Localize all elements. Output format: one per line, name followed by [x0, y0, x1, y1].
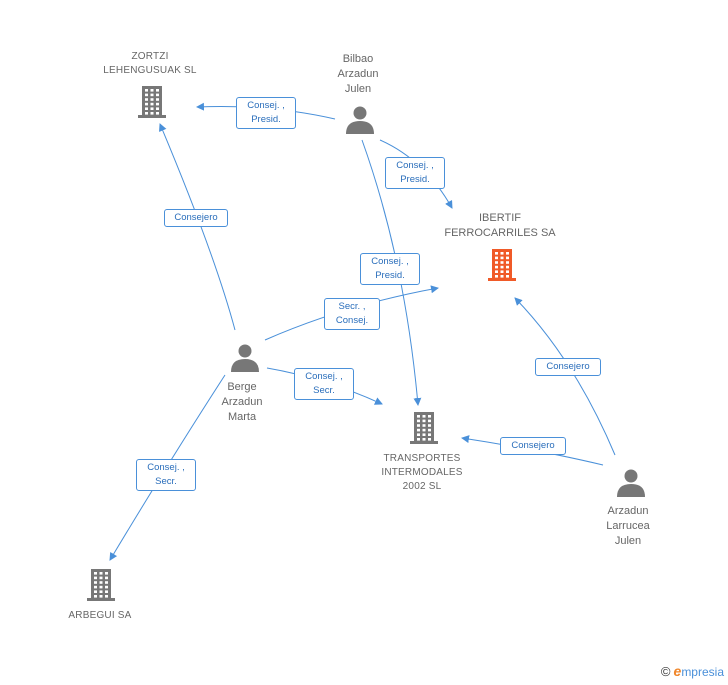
edge-label-berge-zortzi: Consejero [164, 209, 228, 227]
edges-layer [109, 102, 616, 561]
building-icon-ibertif[interactable] [488, 249, 516, 281]
edge-label-arzadun-transportes: Consejero [500, 437, 566, 455]
building-icon-zortzi[interactable] [138, 86, 166, 118]
empresia-credit: ©empresia [661, 663, 724, 679]
edge-label-arzadun-ibertif: Consejero [535, 358, 601, 376]
edge-label-berge-transportes: Consej. ,Secr. [294, 368, 354, 400]
empresia-logo-text: mpresia [681, 665, 724, 679]
person-icon-bilbao[interactable] [346, 106, 374, 135]
edge-label-bilbao-ibertif: Consej. ,Presid. [385, 157, 445, 189]
empresia-logo-initial: e [673, 663, 682, 679]
edge-label-berge-ibertif: Secr. ,Consej. [324, 298, 380, 330]
building-icon-arbegui[interactable] [87, 569, 115, 601]
person-icon-berge[interactable] [231, 344, 259, 373]
edge-label-bilbao-transportes: Consej. ,Presid. [360, 253, 420, 285]
edge-berge-zortzi [159, 123, 236, 331]
edge-label-berge-arbegui: Consej. ,Secr. [136, 459, 196, 491]
icons-layer [87, 86, 645, 601]
copyright-icon: © [660, 664, 671, 679]
node-label-arbegui[interactable]: ARBEGUI SA [68, 610, 132, 621]
edge-label-bilbao-zortzi: Consej. ,Presid. [236, 97, 296, 129]
building-icon-transportes[interactable] [410, 412, 438, 444]
edge-arzadun-ibertif [514, 297, 616, 456]
person-icon-arzadun[interactable] [617, 469, 645, 498]
